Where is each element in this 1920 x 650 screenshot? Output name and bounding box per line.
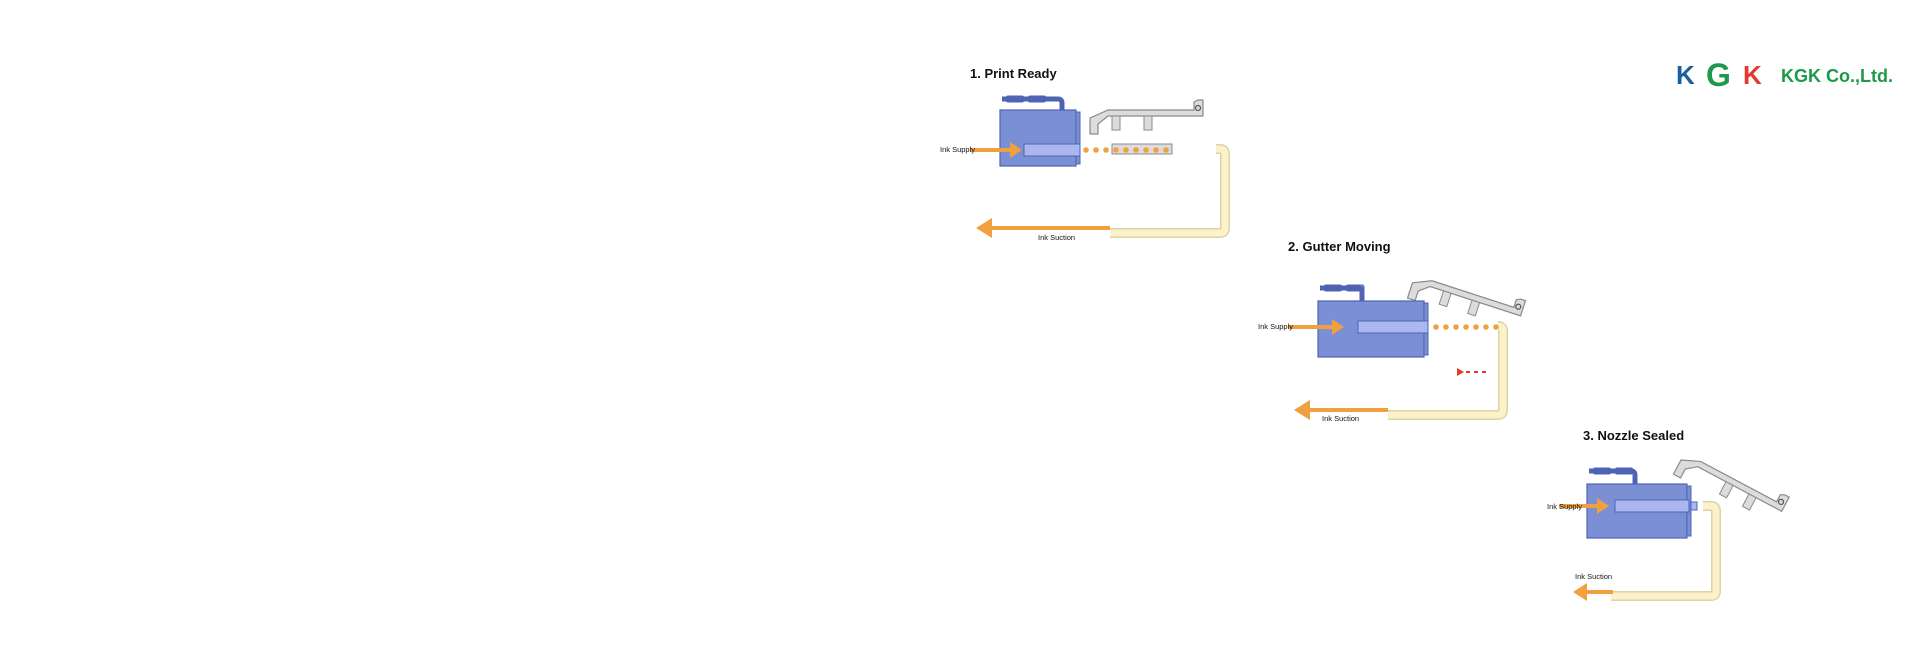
suction-tube-outline xyxy=(1110,144,1230,238)
ink-supply-arrow-head xyxy=(1332,319,1344,335)
head-feed-pipe xyxy=(1589,468,1638,484)
head-feed-pipe xyxy=(1002,96,1065,110)
ink-suction-label: Ink Suction xyxy=(1322,414,1359,423)
ink-droplet xyxy=(1493,324,1499,330)
ink-supply-label: Ink Supply xyxy=(1258,322,1293,331)
ink-suction-arrow-head xyxy=(1294,400,1310,420)
ink-droplet xyxy=(1103,147,1109,153)
company-logo: K G K KGK Co.,Ltd. xyxy=(1676,57,1893,93)
ink-droplet xyxy=(1473,324,1479,330)
print-head xyxy=(999,95,1081,167)
ink-supply-arrow-head xyxy=(1010,142,1022,158)
ink-droplet xyxy=(1463,324,1469,330)
suction-tube xyxy=(1388,322,1507,419)
ink-droplet xyxy=(1163,147,1169,153)
gutter-channel xyxy=(1111,143,1173,155)
nozzle-chamber xyxy=(1023,143,1081,157)
logo-letter-k-right: K xyxy=(1743,60,1762,90)
movement-arrow-head xyxy=(1457,368,1464,376)
gutter-support-right xyxy=(1467,299,1481,317)
gutter-support-right xyxy=(1143,115,1153,131)
gutter-pivot-hole xyxy=(1194,104,1202,112)
ink-suction-arrow-head xyxy=(1573,583,1587,601)
gutter-movement-arrow xyxy=(1457,368,1486,376)
ink-stream xyxy=(1083,147,1169,153)
ink-supply-label: Ink Supply xyxy=(1547,502,1582,511)
ink-supply-label: Ink Supply xyxy=(940,145,975,154)
ink-suction-label: Ink Suction xyxy=(1038,233,1075,242)
suction-tube xyxy=(1611,502,1720,600)
gutter-assembly xyxy=(1089,99,1204,155)
ink-suction-label: Ink Suction xyxy=(1575,572,1612,581)
ink-droplet xyxy=(1483,324,1489,330)
ink-droplet xyxy=(1153,147,1159,153)
logo-company-name: KGK Co.,Ltd. xyxy=(1781,66,1893,86)
gutter-assembly xyxy=(1406,280,1527,317)
step-print-ready: 1. Print Ready Ink Supply xyxy=(940,66,1230,242)
nozzle-seal-cap xyxy=(1690,501,1698,511)
gutter-arm xyxy=(1089,99,1204,135)
step-title: 1. Print Ready xyxy=(970,66,1057,81)
head-feed-pipe xyxy=(1320,285,1365,301)
gutter-support-right xyxy=(1741,493,1757,511)
gutter-assembly xyxy=(1672,459,1791,513)
step-title: 2. Gutter Moving xyxy=(1288,239,1391,254)
gutter-support-left xyxy=(1111,115,1121,131)
ink-droplet xyxy=(1433,324,1439,330)
ink-droplet xyxy=(1113,147,1119,153)
gutter-pivot-hole xyxy=(1515,303,1522,310)
gutter-support-left xyxy=(1718,481,1734,499)
ink-droplet xyxy=(1083,147,1089,153)
gutter-pivot-hole xyxy=(1777,498,1785,505)
step-gutter-moving: 2. Gutter Moving Ink Supply xyxy=(1258,239,1527,423)
ink-droplet xyxy=(1133,147,1139,153)
ink-droplet xyxy=(1443,324,1449,330)
logo-letter-k-left: K xyxy=(1676,60,1695,90)
step-title: 3. Nozzle Sealed xyxy=(1583,428,1684,443)
head-nozzle-plate xyxy=(1075,111,1081,165)
logo-letter-g: G xyxy=(1706,57,1731,93)
ink-droplet xyxy=(1123,147,1129,153)
ink-droplet xyxy=(1143,147,1149,153)
suction-tube xyxy=(1110,145,1229,237)
print-head xyxy=(1586,467,1698,539)
nozzle-chamber xyxy=(1614,499,1690,513)
head-body xyxy=(999,109,1077,167)
ink-supply-arrow-head xyxy=(1597,498,1609,514)
gutter-arm xyxy=(1672,459,1791,513)
nozzle-chamber xyxy=(1357,320,1429,334)
gutter-support-left xyxy=(1438,290,1452,308)
ink-suction-arrow-head xyxy=(976,218,992,238)
step-nozzle-sealed: 3. Nozzle Sealed Ink Supply Ink Suc xyxy=(1547,428,1791,601)
ink-droplet xyxy=(1453,324,1459,330)
ink-stream xyxy=(1433,324,1499,330)
gutter-arm xyxy=(1406,280,1527,317)
ink-droplet xyxy=(1093,147,1099,153)
